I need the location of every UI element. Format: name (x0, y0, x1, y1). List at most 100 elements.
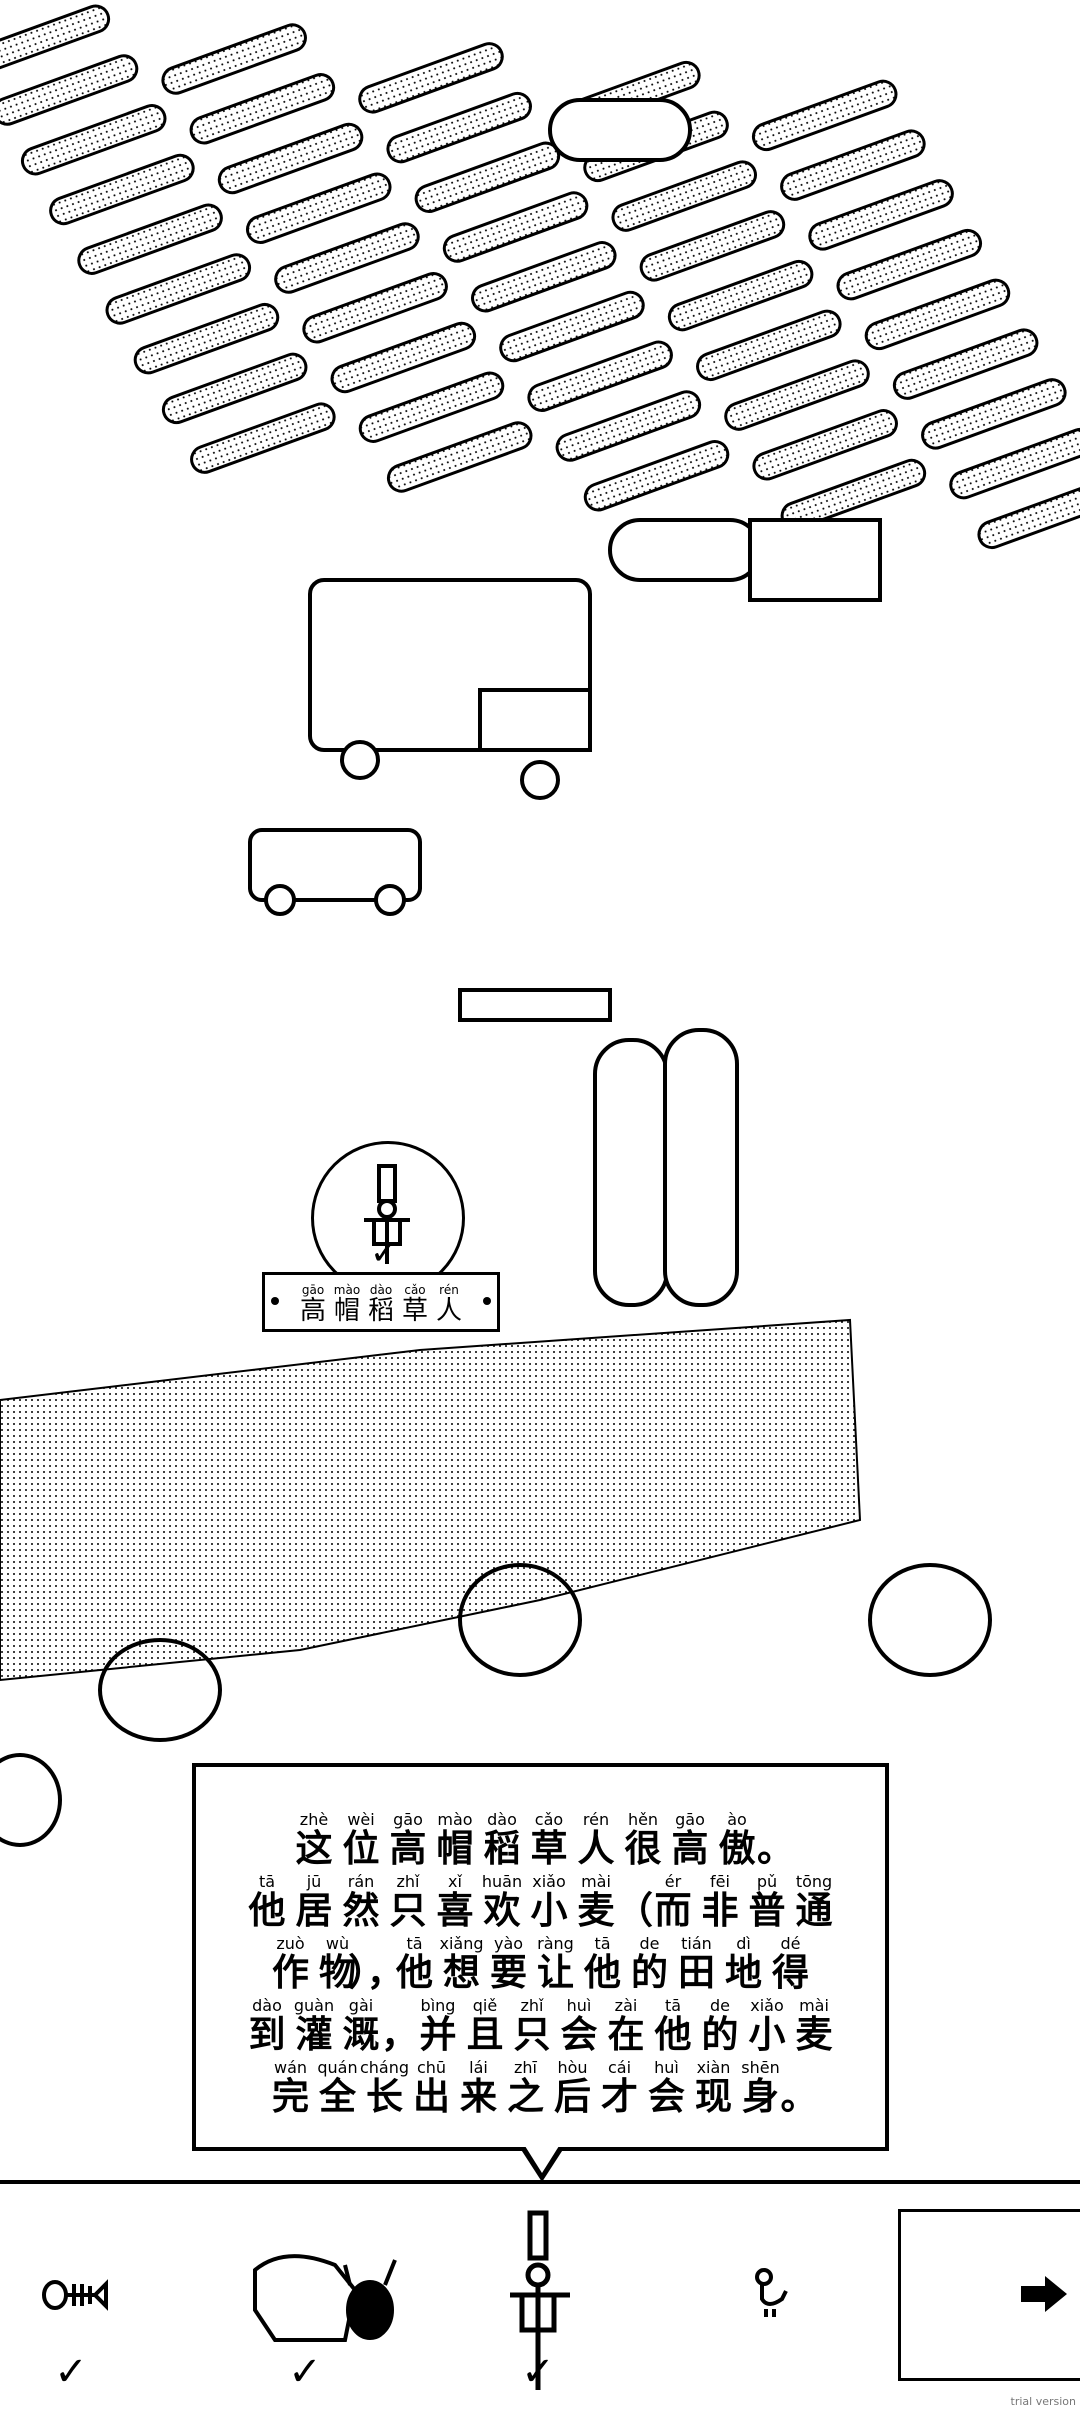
watermark: trial version (1010, 2395, 1076, 2408)
field-row (0, 4, 111, 76)
hanzi: 稻 (483, 1827, 521, 1870)
field-row (639, 210, 786, 282)
field-row (667, 259, 814, 332)
pinyin: wù (325, 1934, 350, 1953)
field-row (471, 241, 617, 313)
pinyin: mào (437, 1810, 473, 1829)
pinyin: zài (614, 1996, 638, 2015)
field-row (133, 302, 280, 375)
next-area-button[interactable] (898, 2209, 1080, 2381)
pinyin: tián (681, 1934, 712, 1953)
wheat-field (0, 1318, 862, 1682)
field-row (161, 352, 308, 425)
field-row (724, 359, 870, 431)
field-row (921, 378, 1067, 450)
hanzi: 并 (419, 2013, 457, 2056)
pinyin: dào (487, 1810, 517, 1829)
hanzi: 人 (577, 1827, 615, 1870)
field-row (274, 222, 420, 294)
target-scarecrow[interactable] (500, 2205, 580, 2399)
hanzi: 位 (342, 1827, 380, 1870)
pinyin: cái (607, 2058, 632, 2077)
pinyin: ào (727, 1810, 747, 1829)
hanzi: 喜 (436, 1889, 474, 1932)
hanzi: 草 (401, 1296, 428, 1326)
pinyin: dào (369, 1283, 393, 1297)
hanzi: 会 (648, 2075, 685, 2118)
target-chick[interactable] (748, 2265, 792, 2325)
chick-icon (755, 2268, 788, 2317)
hanzi: 非 (701, 1889, 739, 1932)
field-row (836, 228, 983, 301)
pinyin: xiǎo (750, 1996, 784, 2015)
pinyin: mào (333, 1283, 361, 1297)
pinyin: hěn (627, 1810, 659, 1829)
pinyin: chū (416, 2058, 447, 2077)
pinyin: xǐ (448, 1872, 462, 1891)
hanzi: 想 (443, 1951, 480, 1994)
pinyin: dào (252, 1996, 282, 2015)
target-cow[interactable] (245, 2240, 405, 2364)
hanzi: ， (381, 2013, 418, 2056)
hanzi: 灌 (295, 2013, 333, 2056)
pinyin: tōng (795, 1872, 833, 1891)
hanzi: 然 (342, 1889, 380, 1932)
pinyin: gāo (301, 1283, 325, 1297)
pinyin: tā (594, 1934, 611, 1953)
hanzi: 完 (272, 2075, 309, 2118)
found-check-icon: ✓ (54, 2349, 88, 2395)
field-row (330, 321, 477, 394)
hanzi: 出 (413, 2075, 450, 2118)
field-row (386, 421, 533, 493)
hanzi: 田 (678, 1951, 715, 1994)
pinyin: lái (469, 2058, 488, 2077)
pinyin: dì (736, 1934, 751, 1953)
field-row (780, 129, 926, 201)
hanzi: 帽 (436, 1827, 474, 1870)
pinyin: wán (273, 2058, 308, 2077)
target-fish-skeleton[interactable] (40, 2270, 110, 2324)
pinyin: gāo (393, 1810, 423, 1829)
hanzi: 让 (537, 1951, 574, 1994)
field-row (358, 42, 504, 114)
pinyin: rán (347, 1872, 375, 1891)
pinyin: de (639, 1934, 660, 1953)
hanzi: 来 (460, 2075, 497, 2118)
pinyin: xiǎng (439, 1934, 484, 1953)
field-row (527, 340, 673, 412)
game-scene[interactable] (0, 0, 1080, 2180)
hanzi: 他 (584, 1951, 621, 1994)
field-row (386, 91, 532, 164)
field-row (977, 477, 1080, 550)
field-row (0, 54, 139, 126)
